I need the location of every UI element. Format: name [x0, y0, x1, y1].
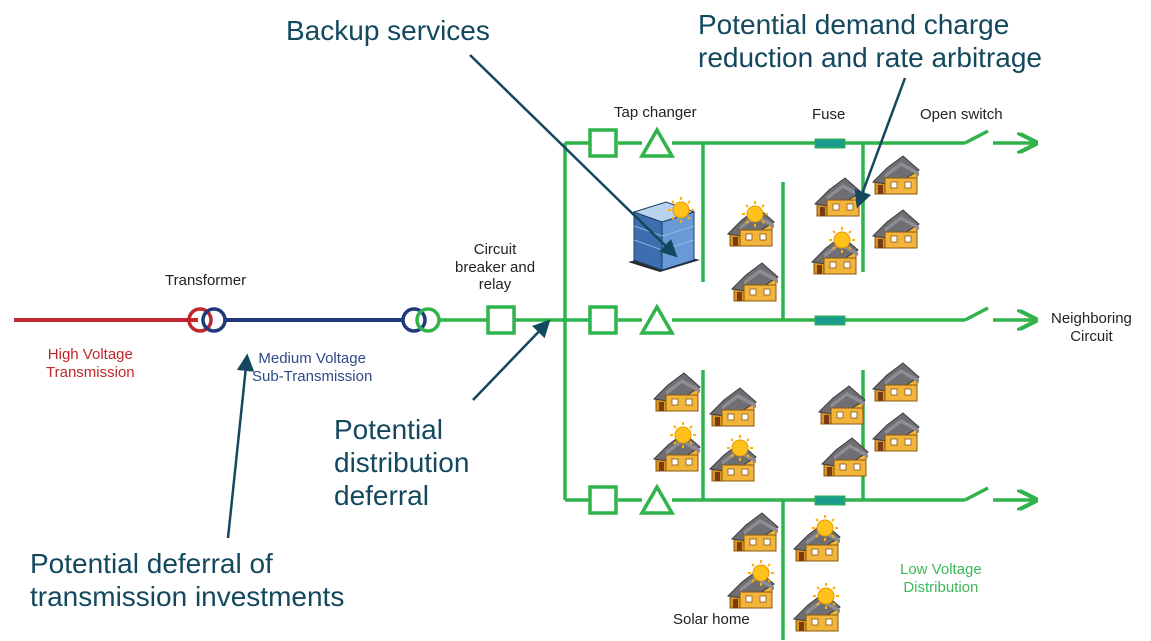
house-icon — [872, 362, 920, 402]
open-switch-bottom — [964, 486, 1036, 500]
tap-changer-middle — [638, 303, 676, 335]
solar-house-icon — [653, 421, 701, 472]
feeder-breaker-bottom — [588, 485, 618, 515]
circuit-breaker-label: Circuit breaker and relay — [455, 241, 536, 294]
solar-house-icon — [727, 559, 775, 609]
transformer-secondary-coil — [201, 307, 227, 333]
substation-transformer-secondary-coil — [415, 307, 441, 333]
fuse-bottom — [814, 495, 846, 506]
feeder-breaker-middle — [588, 305, 618, 335]
low-voltage-label: Low Voltage Distribution — [900, 561, 982, 596]
backup-services-arrow — [469, 54, 678, 258]
house-icon — [653, 372, 701, 412]
fuse-top — [814, 138, 846, 149]
distribution-deferral-arrow — [472, 319, 551, 401]
open-switch-middle — [964, 306, 1036, 320]
medium-voltage-label: Medium Voltage Sub-Transmission — [252, 350, 373, 385]
transformer-primary-coil — [187, 307, 213, 333]
solar-house-icon — [727, 200, 775, 247]
house-icon — [872, 209, 920, 249]
solar-home-label: Solar home — [673, 611, 750, 628]
circuit-breaker — [486, 305, 516, 335]
tap-changer-top — [638, 126, 676, 158]
house-icon — [818, 385, 866, 425]
solar-house-icon — [793, 582, 841, 632]
tap-changer-label: Tap changer — [614, 104, 697, 121]
solar-house-icon — [793, 514, 841, 562]
tap-changer-bottom — [638, 483, 676, 515]
house-icon — [814, 177, 862, 217]
distribution-deferral-callout: Potential distribution deferral — [334, 414, 470, 512]
transmission-deferral-arrow — [226, 353, 255, 539]
solar-house-icon — [811, 226, 859, 275]
fuse-label: Fuse — [812, 106, 846, 123]
feeder-breaker-top — [588, 128, 618, 158]
house-icon — [731, 262, 779, 302]
house-icon — [709, 387, 757, 427]
solar-house-icon — [709, 434, 757, 482]
demand-charge-callout: Potential demand charge reduction and ra… — [698, 9, 1042, 74]
transformer-label: Transformer — [165, 272, 247, 289]
house-icon — [731, 512, 779, 552]
house-icon — [821, 437, 869, 477]
high-voltage-label: High Voltage Transmission — [46, 346, 135, 381]
house-icon — [872, 412, 920, 452]
office-building-icon — [628, 196, 700, 272]
neighboring-circuit-label: Neighboring Circuit — [1051, 310, 1132, 345]
fuse-middle — [814, 315, 846, 326]
transmission-deferral-callout: Potential deferral of transmission inves… — [30, 548, 345, 613]
open-switch-top — [964, 129, 1036, 143]
substation-transformer-primary-coil — [401, 307, 427, 333]
open-switch-label: Open switch — [920, 106, 1003, 123]
backup-services-callout: Backup services — [286, 15, 490, 46]
demand-charge-arrow — [854, 77, 907, 209]
house-icon — [872, 155, 920, 195]
